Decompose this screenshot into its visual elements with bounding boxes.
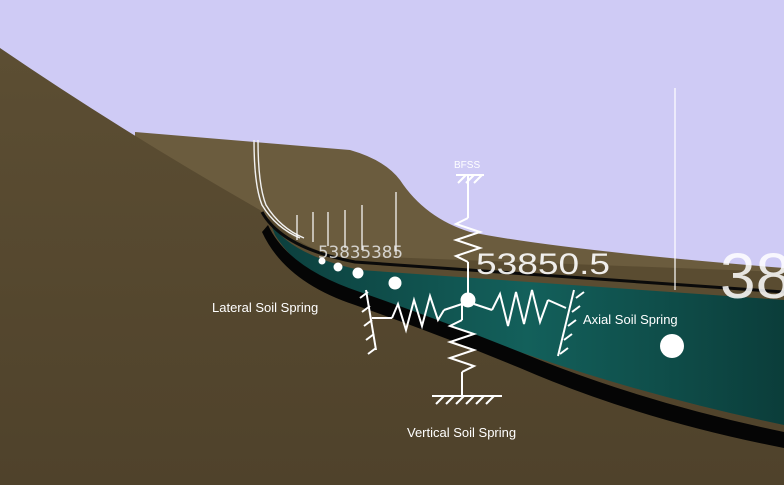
pipe-upper-contour bbox=[260, 211, 784, 294]
bfss-label: BFSS bbox=[454, 160, 480, 171]
tick-marks bbox=[296, 88, 676, 290]
station-value-label: 53850.5 bbox=[476, 248, 610, 281]
node-circle bbox=[333, 262, 343, 272]
node-circle bbox=[352, 267, 364, 279]
lateral-soil-spring bbox=[359, 289, 463, 355]
station-fragment-label: 38 bbox=[720, 240, 784, 312]
node-circle bbox=[388, 276, 402, 290]
vertical-soil-spring bbox=[432, 300, 502, 405]
near-soil-slope bbox=[0, 48, 784, 485]
station-chain-label: 53835385 bbox=[318, 243, 403, 263]
pipe-body bbox=[270, 222, 784, 425]
node-circle bbox=[660, 334, 684, 358]
axial-soil-spring-label: Axial Soil Spring bbox=[583, 312, 678, 327]
node-circle bbox=[318, 257, 326, 265]
node-circle bbox=[460, 292, 476, 308]
axial-soil-spring bbox=[473, 289, 585, 357]
pipe-node-markers bbox=[318, 257, 684, 358]
vertical-soil-spring-label: Vertical Soil Spring bbox=[407, 425, 516, 440]
bfss-spring bbox=[452, 174, 484, 294]
fixed-support-icon bbox=[457, 174, 467, 184]
lateral-soil-spring-label: Lateral Soil Spring bbox=[212, 300, 318, 315]
pipe-shadow bbox=[262, 225, 784, 448]
node-marker-chain bbox=[253, 139, 305, 239]
